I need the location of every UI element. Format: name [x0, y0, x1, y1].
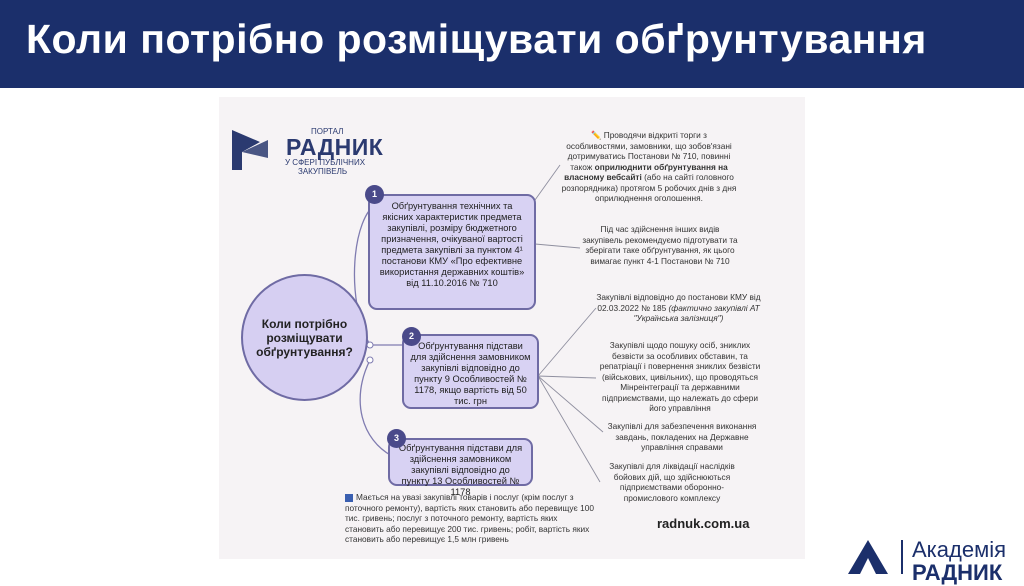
checkbox-icon [345, 493, 353, 502]
slide-title: Коли потрібно розміщувати обґрунтування [26, 16, 927, 62]
branch-badge-3: 3 [387, 429, 406, 448]
branch-badge-2: 2 [402, 327, 421, 346]
academy-logo-icon [848, 540, 888, 574]
central-question-text: Коли потрібно розміщувати обґрунтування? [256, 316, 353, 359]
branch-text-3: Обґрунтування підстави для здійснення за… [398, 443, 523, 497]
academy-divider [901, 540, 903, 574]
logo-subtitle-2: ЗАКУПІВЕЛЬ [298, 167, 348, 176]
branch-text-2: Обґрунтування підстави для здійснення за… [410, 341, 531, 406]
branch-box-2: Обґрунтування підстави для здійснення за… [402, 334, 539, 409]
footnote-text: Мається на увазі закупівлі товарів і пос… [345, 492, 594, 544]
footnote: Мається на увазі закупівлі товарів і пос… [345, 492, 595, 545]
branch-box-1: Обґрунтування технічних та якісних харак… [368, 194, 536, 310]
academy-name: Академія [912, 537, 1007, 562]
radnyk-logo-icon [232, 130, 268, 170]
note-decree-185: Закупівлі відповідно до постанови КМУ ві… [596, 292, 761, 323]
note-state-management: Закупівлі для забезпечення виконання зав… [607, 421, 757, 452]
branch-badge-1: 1 [365, 185, 384, 204]
note-missing-persons: Закупівлі щодо пошуку осіб, зниклих безв… [599, 340, 761, 413]
slide-header: Коли потрібно розміщувати обґрунтування [0, 0, 1024, 88]
note-website-publication: ✏️ Проводячи відкриті торги з особливост… [561, 130, 737, 203]
academy-brand: РАДНИК [912, 560, 1003, 585]
logo-portal-label: ПОРТАЛ [311, 127, 344, 136]
branch-text-1: Обґрунтування технічних та якісних харак… [379, 201, 525, 288]
site-url: radnuk.com.ua [657, 516, 750, 531]
note-other-procurements: Під час здійснення інших видів закупівел… [582, 224, 738, 266]
branch-box-3: Обґрунтування підстави для здійснення за… [388, 438, 533, 497]
note-military-industrial: Закупівлі для ліквідації наслідків бойов… [609, 461, 735, 503]
logo-name: РАДНИК [286, 134, 384, 160]
logo-subtitle-1: У СФЕРІ ПУБЛІЧНИХ [285, 158, 366, 167]
central-question: Коли потрібно розміщувати обґрунтування? [241, 274, 368, 401]
